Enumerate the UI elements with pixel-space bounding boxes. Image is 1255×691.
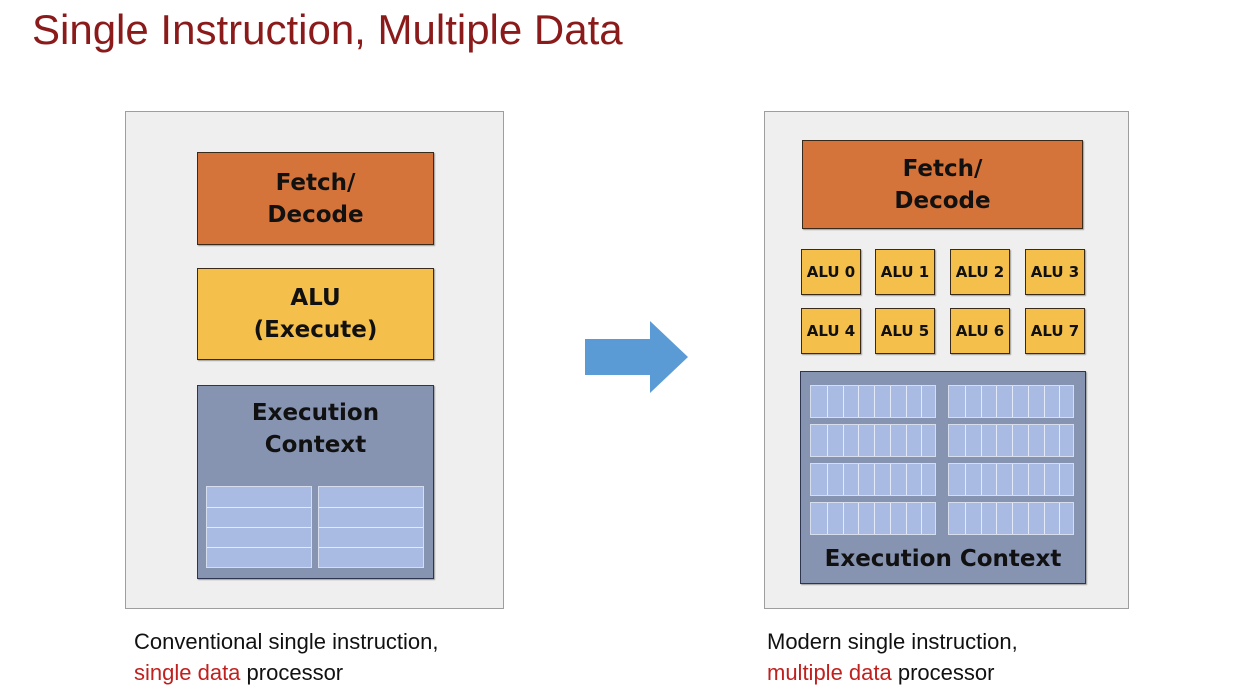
- alu-2-label: ALU 2: [955, 263, 1005, 281]
- alu-7-label: ALU 7: [1030, 322, 1080, 340]
- alu-3-block: ALU 3: [1025, 249, 1085, 295]
- right-caption: Modern single instruction, multiple data…: [767, 626, 1018, 688]
- fetch-decode-block: Fetch/ Decode: [197, 152, 434, 245]
- fetch-decode-block: Fetch/ Decode: [802, 140, 1083, 229]
- fetch-decode-label-line1: Fetch/: [275, 169, 356, 196]
- fetch-decode-label-line2: Decode: [894, 187, 991, 214]
- register-file: [948, 463, 1074, 496]
- right-caption-highlight: multiple data: [767, 660, 892, 685]
- register-file: [810, 424, 936, 457]
- alu-1-block: ALU 1: [875, 249, 935, 295]
- fetch-decode-label-line2: Decode: [267, 201, 364, 228]
- alu-3-label: ALU 3: [1030, 263, 1080, 281]
- left-caption-line2: single data processor: [134, 657, 439, 688]
- left-caption: Conventional single instruction, single …: [134, 626, 439, 688]
- left-caption-highlight: single data: [134, 660, 241, 685]
- register-file: [948, 385, 1074, 418]
- execution-context-block: Execution Context: [197, 385, 434, 579]
- alu-block: ALU (Execute): [197, 268, 434, 360]
- alu-4-block: ALU 4: [801, 308, 861, 354]
- register-file: [206, 486, 312, 568]
- execution-context-label-line1: Execution: [251, 400, 380, 426]
- fetch-decode-label-line1: Fetch/: [902, 155, 983, 182]
- alu-0-label: ALU 0: [806, 263, 856, 281]
- alu-5-label: ALU 5: [880, 322, 930, 340]
- right-caption-line1: Modern single instruction,: [767, 629, 1018, 654]
- execution-context-label-line2: Context: [264, 432, 367, 458]
- register-file: [318, 486, 424, 568]
- execution-context-block: Execution Context: [800, 371, 1086, 584]
- execution-context-label: Execution Context: [824, 546, 1062, 572]
- alu-5-block: ALU 5: [875, 308, 935, 354]
- sisd-processor-diagram: Fetch/ Decode ALU (Execute) Execution Co…: [125, 111, 504, 609]
- alu-label-line1: ALU: [290, 285, 341, 311]
- simd-processor-diagram: Fetch/ Decode ALU 0 ALU 1 ALU 2 ALU 3 AL…: [764, 111, 1129, 609]
- alu-6-label: ALU 6: [955, 322, 1005, 340]
- register-file: [948, 502, 1074, 535]
- alu-1-label: ALU 1: [880, 263, 930, 281]
- alu-label-line2: (Execute): [253, 317, 378, 343]
- alu-6-block: ALU 6: [950, 308, 1010, 354]
- slide-title: Single Instruction, Multiple Data: [32, 6, 623, 53]
- register-file: [810, 502, 936, 535]
- right-caption-line2: multiple data processor: [767, 657, 1018, 688]
- alu-0-block: ALU 0: [801, 249, 861, 295]
- alu-7-block: ALU 7: [1025, 308, 1085, 354]
- register-file: [948, 424, 1074, 457]
- alu-2-block: ALU 2: [950, 249, 1010, 295]
- left-caption-rest: processor: [240, 660, 344, 685]
- alu-4-label: ALU 4: [806, 322, 856, 340]
- right-arrow-icon: [585, 321, 688, 393]
- register-file: [810, 385, 936, 418]
- right-caption-rest: processor: [891, 660, 995, 685]
- register-file: [810, 463, 936, 496]
- left-caption-line1: Conventional single instruction,: [134, 629, 439, 654]
